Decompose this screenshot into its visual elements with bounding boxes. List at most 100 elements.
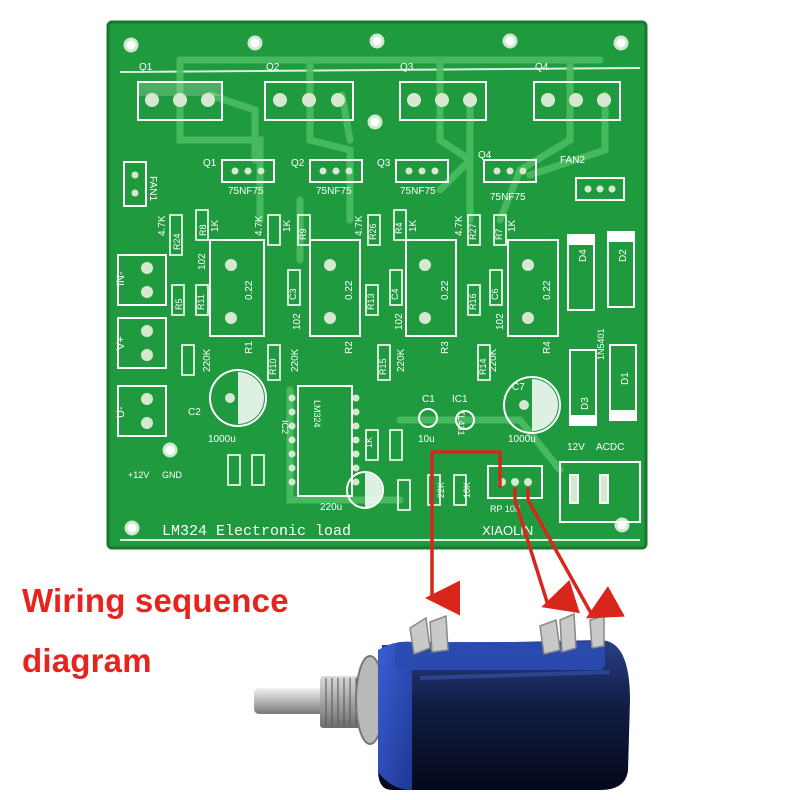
label-part-4: 75NF75 xyxy=(490,192,526,203)
label-220k-1: 220K xyxy=(202,348,213,372)
label-small-q2: Q2 xyxy=(291,158,305,169)
label-in-minus: IN- xyxy=(115,271,127,286)
label-1k-4: 1K xyxy=(507,219,518,232)
label-shunt-3: 0.22 xyxy=(440,280,451,300)
wiring-arrows xyxy=(425,450,625,619)
label-small-q3: Q3 xyxy=(377,158,391,169)
label-r14: R14 xyxy=(478,358,488,375)
label-220k-4: 220K xyxy=(488,348,499,372)
label-r7: R7 xyxy=(494,228,504,240)
label-ic1: IC1 xyxy=(452,394,468,405)
label-4k7-3: 4.7K xyxy=(354,215,365,236)
label-d2: D2 xyxy=(618,249,629,262)
label-220k-2: 220K xyxy=(290,348,301,372)
potentiometer xyxy=(254,612,630,790)
fan-headers xyxy=(123,161,625,207)
label-shunt-2: 0.22 xyxy=(344,280,355,300)
label-1k-2: 1K xyxy=(282,219,293,232)
label-lm324: LM324 xyxy=(312,400,322,428)
label-r10: R10 xyxy=(268,358,278,375)
label-4k7-2: 4.7K xyxy=(254,215,265,236)
label-ic2: IC2 xyxy=(280,420,290,434)
caption-line-2: diagram xyxy=(22,642,152,679)
label-r13: R13 xyxy=(366,293,376,310)
label-v-plus: V+ xyxy=(115,336,127,350)
label-cap-220u: 220u xyxy=(320,502,342,513)
label-r1: R1 xyxy=(244,341,255,354)
label-c3: C3 xyxy=(288,288,298,300)
label-c2: C2 xyxy=(188,407,201,418)
label-c4: C4 xyxy=(390,288,400,300)
label-102-3: 102 xyxy=(394,313,405,330)
label-r11: R11 xyxy=(196,294,206,310)
label-d1: D1 xyxy=(620,372,631,385)
ic-lm324-footprint xyxy=(288,385,360,497)
dc-jack-footprint xyxy=(559,461,641,523)
label-part-1: 75NF75 xyxy=(228,186,264,197)
label-small-q4: Q4 xyxy=(478,150,492,161)
silkscreen-labels: Q1 Q2 Q3 Q4 Q1 Q2 Q3 Q4 75NF75 75NF75 75… xyxy=(115,62,631,540)
label-r2: R2 xyxy=(344,341,355,354)
arrow-pin-3 xyxy=(526,488,625,619)
label-1k-1: 1K xyxy=(210,219,221,232)
board-title: LM324 Electronic load xyxy=(162,523,351,540)
electrolytic-capacitors xyxy=(209,369,561,509)
label-cap-1000u-2: 1000u xyxy=(508,434,536,445)
label-r9: R9 xyxy=(298,228,308,240)
label-misc-1k: 1K xyxy=(364,437,374,448)
caption-line-1: Wiring sequence xyxy=(22,582,289,619)
label-cap-10u: 10u xyxy=(418,434,435,445)
label-misc-22k: 22K xyxy=(436,482,446,498)
label-tl431: TL431 xyxy=(456,410,466,436)
terminal-blocks xyxy=(117,254,167,437)
label-r26: R26 xyxy=(368,223,378,240)
label-12v-jack: 12V xyxy=(567,442,585,453)
label-fan2: FAN2 xyxy=(560,155,585,166)
shunt-resistors xyxy=(209,239,559,337)
label-c6: C6 xyxy=(490,288,500,300)
label-r4-small: R4 xyxy=(394,222,404,234)
label-r4: R4 xyxy=(542,341,553,354)
label-4k7-1: 4.7K xyxy=(157,215,168,236)
arrow-pin-1 xyxy=(425,450,502,616)
label-102-1: 102 xyxy=(197,253,208,270)
label-r24: R24 xyxy=(172,233,182,250)
label-small-q1: Q1 xyxy=(203,158,217,169)
label-u-minus: U- xyxy=(115,406,127,418)
label-c7: C7 xyxy=(512,382,525,393)
label-c1: C1 xyxy=(422,394,435,405)
label-q3: Q3 xyxy=(400,62,414,73)
label-part-3: 75NF75 xyxy=(400,186,436,197)
label-1n5401: 1N5401 xyxy=(596,328,606,360)
label-q1: Q1 xyxy=(139,62,153,73)
label-r16: R16 xyxy=(468,293,478,310)
label-shunt-4: 0.22 xyxy=(542,280,553,300)
pcb-board: Q1 Q2 Q3 Q4 Q1 Q2 Q3 Q4 75NF75 75NF75 75… xyxy=(106,20,648,550)
mosfet-footprints xyxy=(137,81,621,121)
label-r5: R5 xyxy=(174,298,184,310)
label-4k7-4: 4.7K xyxy=(454,215,465,236)
label-102-2: 102 xyxy=(292,313,303,330)
label-rp-10k: RP 10K xyxy=(490,504,521,514)
label-1k-3: 1K xyxy=(408,219,419,232)
label-12v: +12V xyxy=(128,470,149,480)
label-r15: R15 xyxy=(378,358,388,375)
label-r27: R27 xyxy=(468,223,478,240)
label-part-2: 75NF75 xyxy=(316,186,352,197)
label-q2: Q2 xyxy=(266,62,280,73)
label-220k-3: 220K xyxy=(396,348,407,372)
label-d3: D3 xyxy=(580,397,591,410)
label-acdc: ACDC xyxy=(596,442,624,453)
board-maker: XIAOLIN xyxy=(482,523,533,538)
arrow-pin-2 xyxy=(513,488,580,614)
label-q4: Q4 xyxy=(535,62,549,73)
label-102-4: 102 xyxy=(495,313,506,330)
label-gnd: GND xyxy=(162,470,183,480)
label-misc-10k: 10K xyxy=(462,482,472,498)
label-r3: R3 xyxy=(440,341,451,354)
label-cap-1000u-1: 1000u xyxy=(208,434,236,445)
small-transistor-footprints xyxy=(221,159,537,183)
label-fan1: FAN1 xyxy=(147,176,158,201)
resistor-footprints xyxy=(169,209,507,511)
